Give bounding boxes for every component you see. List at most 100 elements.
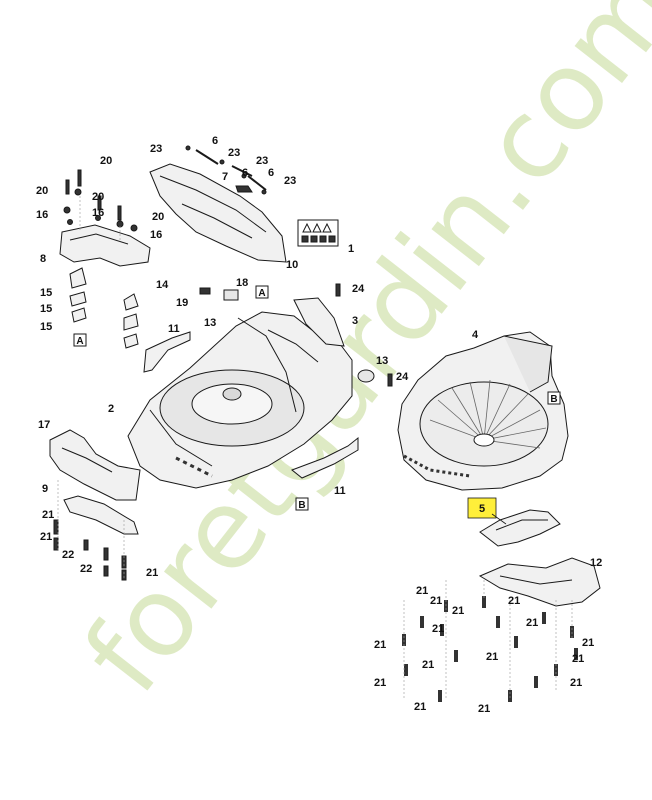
part-label: 23 bbox=[228, 147, 240, 159]
part-label: 16 bbox=[92, 207, 104, 219]
part-9-bracket bbox=[63, 495, 139, 535]
part-8-bracket bbox=[59, 224, 151, 267]
part-label: 11 bbox=[334, 485, 346, 497]
callout-b-bottom-text: B bbox=[298, 500, 305, 511]
part-label: 19 bbox=[176, 297, 188, 309]
blade-housing-assembly bbox=[397, 331, 601, 607]
part-10-deflector bbox=[149, 163, 287, 263]
part-label: 23 bbox=[150, 143, 162, 155]
part-label: 15 bbox=[40, 303, 52, 315]
part-18-bushing bbox=[223, 289, 239, 301]
callout-a-top-text: A bbox=[258, 288, 265, 299]
part-label: 21 bbox=[422, 659, 434, 671]
part-6-rod-c bbox=[247, 175, 267, 191]
part-label: 21 bbox=[486, 651, 498, 663]
part-label: 21 bbox=[582, 637, 594, 649]
rear-deflector-assembly bbox=[149, 145, 287, 263]
part-3-side-flap bbox=[293, 297, 345, 347]
part-17-guard bbox=[49, 429, 141, 501]
part-14-clip bbox=[69, 267, 87, 289]
part-label: 14 bbox=[156, 279, 169, 291]
part-label: 13 bbox=[376, 355, 388, 367]
part-label: 6 bbox=[242, 167, 248, 179]
part-label: 23 bbox=[284, 175, 296, 187]
part-label: 11 bbox=[168, 323, 180, 335]
part-label: 21 bbox=[526, 617, 538, 629]
part-label: 15 bbox=[40, 287, 52, 299]
part-label: 21 bbox=[452, 605, 464, 617]
part-label: 9 bbox=[42, 483, 48, 495]
part-label: 20 bbox=[100, 155, 112, 167]
part-24-screw-a bbox=[335, 283, 341, 297]
part-11-rear-strip bbox=[291, 436, 359, 479]
part-6-rod-b bbox=[231, 165, 253, 177]
part-label: 24 bbox=[352, 283, 365, 295]
callout-a-left-text: A bbox=[76, 336, 83, 347]
left-parts-group bbox=[49, 429, 141, 581]
part-6-rod-a bbox=[195, 149, 219, 165]
part-15-clip-a bbox=[69, 291, 87, 307]
highlighted-part-5: 5 bbox=[467, 497, 507, 525]
part-label: 18 bbox=[236, 277, 248, 289]
part-15-clip-b bbox=[71, 307, 87, 323]
callout-b-right-text: B bbox=[550, 394, 557, 405]
part-label: 15 bbox=[40, 321, 52, 333]
part-label: 21 bbox=[572, 653, 584, 665]
callout-box-b-right bbox=[547, 391, 561, 405]
part-5-plate bbox=[479, 509, 561, 547]
part-label: 22 bbox=[80, 563, 92, 575]
part-label: 21 bbox=[414, 701, 426, 713]
part-label: 23 bbox=[256, 155, 268, 167]
part-label: 20 bbox=[92, 191, 104, 203]
leader-lines bbox=[57, 196, 573, 700]
screw-set-21 bbox=[402, 596, 578, 702]
reference-callouts: A A B B bbox=[73, 285, 561, 511]
callout-box-a-left bbox=[73, 333, 87, 347]
part-label: 22 bbox=[62, 549, 74, 561]
part-number-labels: 1 2 3 4 6 6 6 7 8 9 10 11 11 12 13 13 14… bbox=[36, 135, 602, 715]
part-label: 20 bbox=[36, 185, 48, 197]
part-label: 3 bbox=[352, 315, 358, 327]
part-label: 21 bbox=[570, 677, 582, 689]
deck-spindle bbox=[222, 387, 242, 401]
handle-bracket-assembly bbox=[59, 169, 151, 349]
part-label: 2 bbox=[108, 403, 114, 415]
part-label: 21 bbox=[374, 639, 386, 651]
part-24-screw-b bbox=[387, 373, 393, 387]
part-label: 24 bbox=[396, 371, 409, 383]
part-label: 21 bbox=[430, 595, 442, 607]
part-label: 6 bbox=[212, 135, 218, 147]
part-1-warning-label bbox=[297, 219, 339, 247]
part-label: 21 bbox=[40, 531, 52, 543]
part-label: 8 bbox=[40, 253, 46, 265]
part-label: 12 bbox=[590, 557, 602, 569]
part-12-skid bbox=[478, 557, 601, 607]
part-label: 21 bbox=[432, 623, 444, 635]
part-4-fan-cavity bbox=[419, 381, 549, 467]
part-label: 17 bbox=[38, 419, 50, 431]
part-label: 21 bbox=[508, 595, 520, 607]
part-label: 6 bbox=[268, 167, 274, 179]
part-label: 20 bbox=[152, 211, 164, 223]
part-13-plug bbox=[357, 369, 375, 383]
part-label: 21 bbox=[146, 567, 158, 579]
part-5-label: 5 bbox=[479, 503, 485, 515]
part-7-spring bbox=[235, 185, 253, 193]
part-label: 1 bbox=[348, 243, 354, 255]
part-label: 21 bbox=[42, 509, 54, 521]
part-11-front-strip bbox=[143, 331, 191, 373]
deck-housing-assembly bbox=[127, 283, 393, 489]
part-19-screw bbox=[199, 287, 211, 295]
part-label: 10 bbox=[286, 259, 298, 271]
part-label: 16 bbox=[150, 229, 162, 241]
part-label: 21 bbox=[374, 677, 386, 689]
part-label: 21 bbox=[478, 703, 490, 715]
part-label: 7 bbox=[222, 171, 228, 183]
part-label: 16 bbox=[36, 209, 48, 221]
part-label: 4 bbox=[472, 329, 479, 341]
part-label: 21 bbox=[416, 585, 428, 597]
callout-box-b-bottom bbox=[295, 497, 309, 511]
callout-box-a-top bbox=[255, 285, 269, 299]
part-label: 13 bbox=[204, 317, 216, 329]
